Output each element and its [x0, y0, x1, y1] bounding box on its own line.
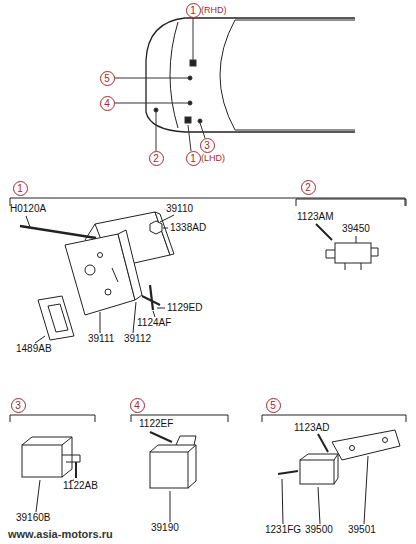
callout-number: 4 — [134, 400, 140, 411]
callout-circle: 1 — [186, 3, 201, 18]
callout-circle: 5 — [266, 398, 281, 413]
watermark: www.asia-motors.ru — [8, 528, 113, 540]
part-number: H0120A — [10, 203, 46, 215]
callout-circle: 2 — [301, 180, 316, 195]
part-number: 39110 — [166, 203, 193, 215]
callout-number: 2 — [305, 182, 311, 193]
part-number: 1129ED — [167, 302, 202, 314]
part-number: 1124AF — [137, 317, 171, 329]
part-number: 1123AM — [297, 211, 334, 223]
part-number: 1123AD — [294, 422, 329, 434]
callout-number: 1 — [17, 183, 23, 194]
callout-circle: 5 — [100, 71, 115, 86]
part-number: 1122AB — [63, 480, 98, 492]
part-number: 39112 — [124, 333, 151, 345]
part-number: 1122EF — [139, 418, 173, 430]
part-number: 39500 — [305, 524, 333, 536]
part-number: 39450 — [342, 223, 370, 235]
callout-number: 2 — [153, 153, 159, 164]
callout-circle: 4 — [130, 398, 145, 413]
part-number: 39111 — [88, 333, 114, 345]
callout-number: 3 — [204, 140, 210, 151]
part-number: 39160B — [16, 512, 50, 524]
part-number: 1338AD — [170, 222, 206, 234]
callout-circle: 3 — [11, 398, 26, 413]
drive-note: (LHD) — [201, 152, 225, 164]
part-number: 39501 — [348, 524, 376, 536]
part-number: 39190 — [151, 522, 179, 534]
callout-number: 1 — [190, 5, 196, 16]
callout-circle: 3 — [200, 138, 215, 153]
callout-circle: 4 — [100, 96, 115, 111]
part-number: 1231FG — [265, 524, 301, 536]
callout-circle: 1 — [186, 151, 201, 166]
callout-number: 4 — [104, 98, 110, 109]
callout-circle: 2 — [149, 151, 164, 166]
part-number: 1489AB — [16, 343, 52, 355]
callout-circle: 1 — [13, 181, 28, 196]
callout-number: 5 — [270, 400, 276, 411]
callout-number: 3 — [15, 400, 21, 411]
callout-number: 1 — [190, 153, 196, 164]
drive-note: (RHD) — [201, 4, 227, 16]
callout-number: 5 — [104, 73, 110, 84]
